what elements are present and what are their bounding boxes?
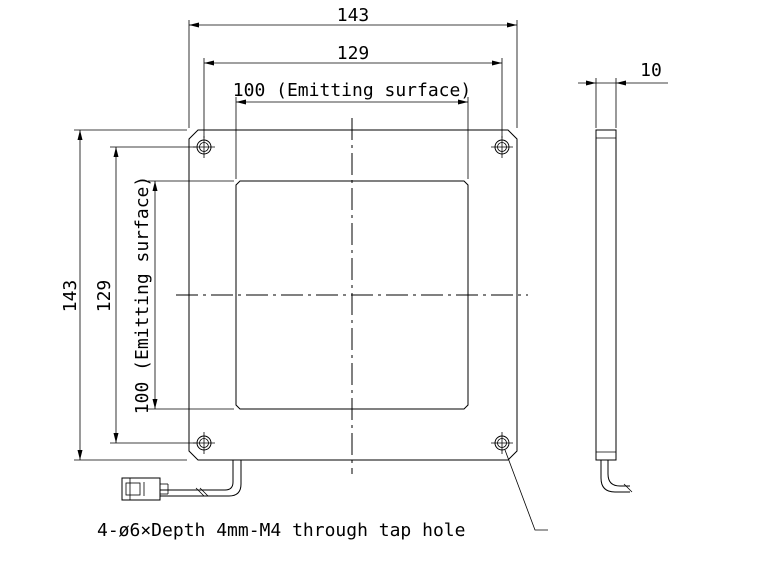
- dim-emitting-height: 100 (Emitting surface): [132, 176, 234, 414]
- mounting-hole-top-left: [193, 136, 215, 158]
- hole-spec-note: 4-ø6×Depth 4mm-M4 through tap hole: [97, 520, 465, 541]
- cable-connector: [121, 460, 242, 501]
- dim-hole-pitch-x: 129: [203, 43, 503, 138]
- dim-thickness: 10: [578, 60, 668, 128]
- plate-outline: [188, 129, 518, 461]
- side-profile: [595, 129, 617, 461]
- dim-overall-width: 143: [188, 5, 518, 128]
- dim-emitting-width: 100 (Emitting surface): [233, 80, 471, 179]
- front-view: 143 129 100 (Emitting surface): [60, 5, 548, 531]
- dim-overall-width-label: 143: [337, 5, 370, 26]
- mounting-hole-top-right: [491, 136, 513, 158]
- dim-emitting-width-label: 100 (Emitting surface): [233, 80, 471, 101]
- mounting-hole-bottom-right: [491, 432, 513, 454]
- dim-hole-pitch-x-label: 129: [337, 43, 370, 64]
- emitting-surface: [235, 180, 469, 410]
- dim-thickness-label: 10: [640, 60, 662, 81]
- dim-hole-pitch-y: 129: [94, 146, 196, 444]
- dim-emitting-height-label: 100 (Emitting surface): [132, 176, 153, 414]
- mounting-hole-bottom-left: [193, 432, 215, 454]
- dim-overall-height-label: 143: [60, 280, 81, 313]
- dim-hole-pitch-y-label: 129: [94, 280, 115, 313]
- hole-note-leader: [504, 449, 548, 531]
- side-view: 10: [578, 60, 668, 493]
- dim-overall-height: 143: [60, 129, 187, 461]
